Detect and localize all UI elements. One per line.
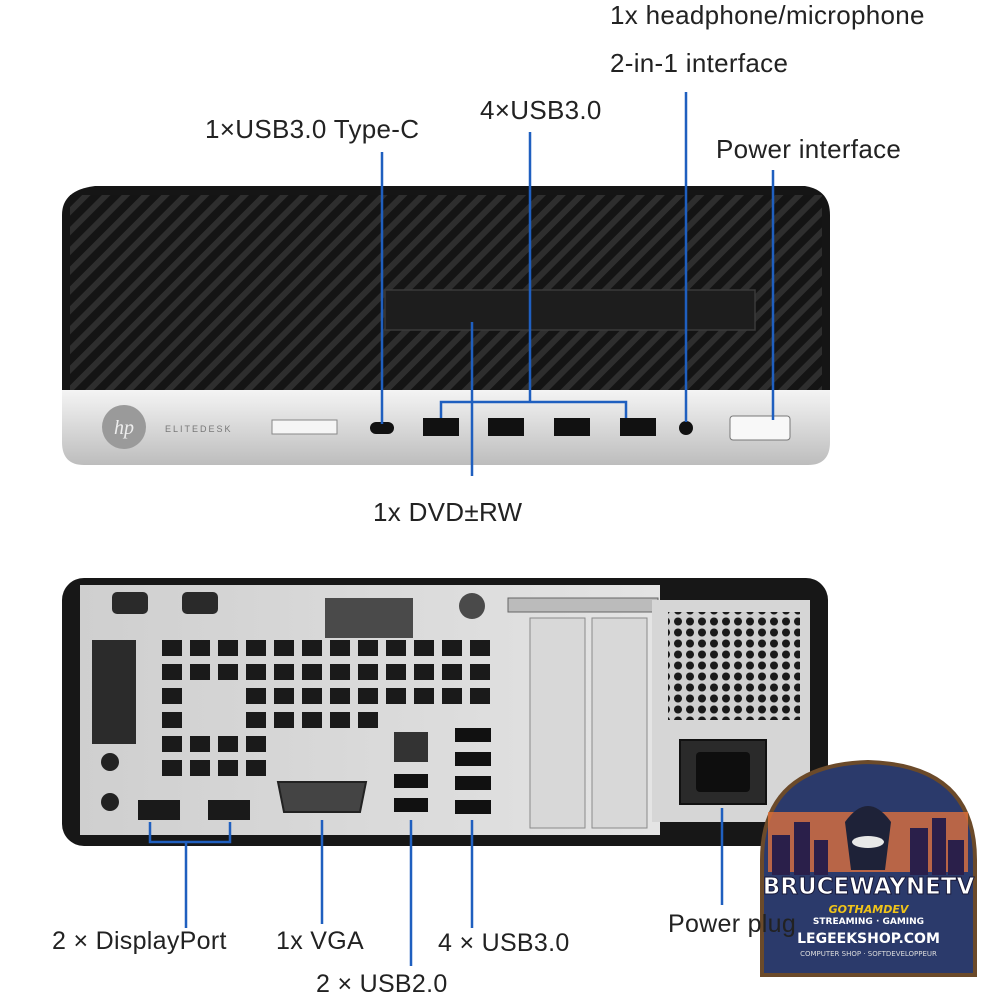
side-connector-block [92,640,136,744]
rear-lock-bar [325,598,413,638]
label-displayport: 2 × DisplayPort [52,927,227,955]
watermark-site: LEGEEKSHOP.COM [797,931,940,947]
rear-pc [62,578,828,846]
displayport-2 [208,800,250,820]
label-headphone-line1: 1x headphone/microphone [610,0,925,30]
dvd-drive-bay [384,289,756,331]
label-usb2: 2 × USB2.0 [316,970,448,998]
hp-logo-icon [102,405,146,449]
model-text: ELITEDESK [165,424,233,434]
label-power-plug: Power plug [668,910,797,938]
power-plug-socket-inner [696,752,750,792]
usb3-rear-port-4 [455,800,491,814]
watermark-footer: COMPUTER SHOP · SOFTDEVELOPPEUR [800,950,937,958]
rear-latch-right [182,592,218,614]
usb3-front-port-3 [554,418,590,436]
front-leader-lines [380,92,775,476]
label-headphone-line2: 2-in-1 interface [610,48,789,78]
vga-port [276,781,368,813]
usb2-rear-port-1 [394,774,428,788]
usb3-front-port-1 [423,418,459,436]
label-usb-c: 1×USB3.0 Type-C [205,114,420,144]
watermark-tagline: STREAMING · GAMING [812,917,925,927]
psu-fan-grille [668,612,800,720]
displayport-1 [138,800,180,820]
label-power-interface: Power interface [716,134,902,164]
rear-vent-grid [162,640,490,776]
badge-skyline [772,818,964,875]
label-vga: 1x VGA [276,927,364,955]
usb3-front-port-2 [488,418,524,436]
usb3-rear-port-1 [455,728,491,742]
usb-c-port-icon [370,422,394,434]
usb2-rear-port-2 [394,798,428,812]
thumbscrew-icon [459,593,485,619]
expansion-slots [507,597,659,829]
headphone-jack-icon [679,421,693,435]
label-dvd: 1x DVD±RW [373,497,523,527]
card-reader-slot [271,419,338,435]
rear-latch-left [112,592,148,614]
rear-leader-lines [148,808,724,966]
watermark-badge [760,759,977,977]
watermark-subtitle: GOTHAMDEV [828,903,909,916]
ethernet-port-icon [394,732,428,762]
hp-logo-text: hp [114,417,134,439]
usb3-rear-port-2 [455,752,491,766]
label-usb3-front: 4×USB3.0 [480,95,602,125]
usb3-rear-port-3 [455,776,491,790]
label-usb3-rear: 4 × USB3.0 [438,929,570,957]
watermark-title: BRUCEWAYNETV [762,874,975,901]
audio-jack-1-icon [101,753,119,771]
audio-jack-2-icon [101,793,119,811]
front-pc: hp ELITEDESK [62,186,830,465]
bat-symbol-icon [852,836,884,848]
usb3-front-port-4 [620,418,656,436]
power-button [729,415,791,441]
